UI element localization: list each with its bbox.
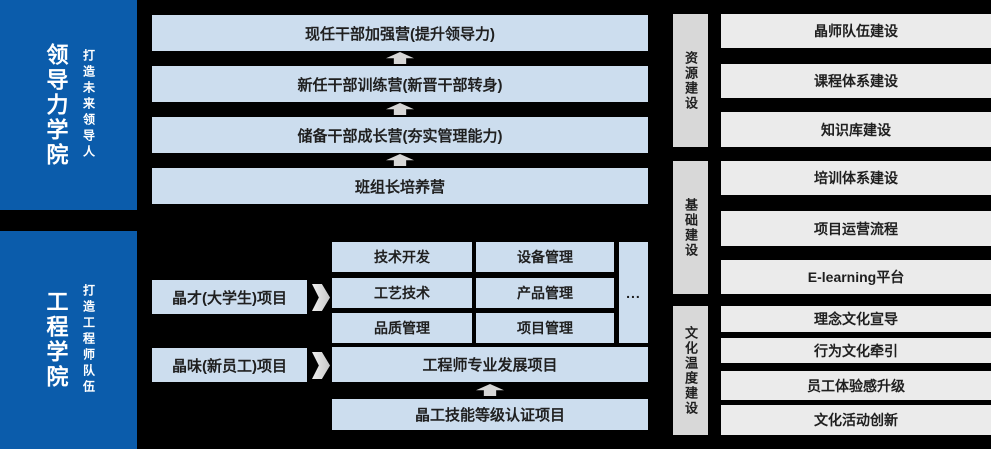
track-cell-process: 工艺技术: [332, 278, 472, 308]
infrastructure-item-elearning: E-learning平台: [721, 260, 991, 294]
infrastructure-item-training-system: 培训体系建设: [721, 161, 991, 195]
camp-box-current-cadre: 现任干部加强营(提升领导力): [152, 15, 648, 51]
up-arrow-icon: [386, 103, 414, 115]
camp-box-reserve-cadre: 储备干部成长营(夯实管理能力): [152, 117, 648, 153]
track-cell-quality: 品质管理: [332, 313, 472, 343]
leadership-academy-block: 领导力学院 打造未来领导人: [0, 0, 137, 210]
track-cell-tech-dev: 技术开发: [332, 242, 472, 272]
track-cell-product: 产品管理: [476, 278, 614, 308]
infrastructure-item-operation-flow: 项目运营流程: [721, 211, 991, 246]
pillar-bar-resources-label: 资源建设: [683, 50, 698, 111]
culture-item-behavior: 行为文化牵引: [721, 338, 991, 363]
resource-item-teacher-team: 晶师队伍建设: [721, 14, 991, 48]
engineering-academy-subtitle: 打造工程师队伍: [81, 284, 96, 396]
pillar-bar-infrastructure: 基础建设: [673, 161, 708, 294]
engineering-academy-title: 工程学院: [43, 290, 69, 390]
project-box-jingwei: 晶味(新员工)项目: [152, 348, 307, 382]
leadership-academy-title: 领导力学院: [43, 42, 69, 168]
camp-box-new-cadre: 新任干部训练营(新晋干部转身): [152, 66, 648, 102]
engineering-academy-block: 工程学院 打造工程师队伍: [0, 231, 137, 449]
camp-box-team-leader: 班组长培养营: [152, 168, 648, 204]
track-cell-more: ...: [619, 242, 648, 343]
up-arrow-icon: [386, 154, 414, 166]
right-arrow-icon: [312, 352, 330, 379]
leadership-academy-subtitle: 打造未来领导人: [81, 49, 96, 161]
resource-item-course-system: 课程体系建设: [721, 64, 991, 98]
up-arrow-icon: [386, 52, 414, 64]
engineer-development-box: 工程师专业发展项目: [332, 347, 648, 382]
culture-item-experience: 员工体验感升级: [721, 371, 991, 400]
pillar-bar-culture: 文化温度建设: [673, 306, 708, 435]
pillar-bar-infrastructure-label: 基础建设: [683, 197, 698, 258]
right-arrow-icon: [312, 284, 330, 311]
pillar-bar-resources: 资源建设: [673, 14, 708, 147]
up-arrow-icon: [476, 384, 504, 396]
culture-item-concept: 理念文化宣导: [721, 306, 991, 332]
skill-certification-box: 晶工技能等级认证项目: [332, 399, 648, 430]
track-cell-project-mgmt: 项目管理: [476, 313, 614, 343]
resource-item-knowledge-base: 知识库建设: [721, 112, 991, 147]
culture-item-activity: 文化活动创新: [721, 405, 991, 435]
project-box-jingcai: 晶才(大学生)项目: [152, 280, 307, 314]
track-cell-equipment: 设备管理: [476, 242, 614, 272]
pillar-bar-culture-label: 文化温度建设: [683, 325, 698, 416]
